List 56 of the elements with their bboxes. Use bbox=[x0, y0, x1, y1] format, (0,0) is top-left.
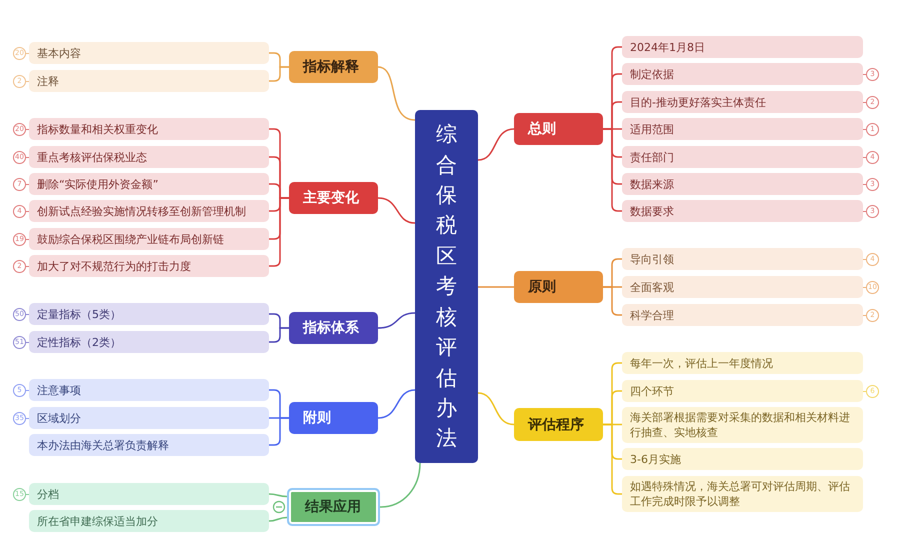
main-topic-box: 附则 bbox=[289, 402, 378, 434]
central-topic-box: 综合保税区考核评估办法 bbox=[415, 110, 478, 463]
connector-line bbox=[269, 66, 289, 82]
connector-line bbox=[380, 462, 421, 508]
subtopic-box: 基本内容 bbox=[29, 42, 269, 64]
subtopic-box: 注意事项 bbox=[29, 379, 269, 401]
subtopic-box: 导向引领 bbox=[622, 248, 863, 270]
connector-line bbox=[378, 197, 416, 224]
subtopic-box: 创新试点经验实施情况转移至创新管理机制 bbox=[29, 200, 269, 222]
subtopic-box: 鼓励综合保税区围绕产业链布局创新链 bbox=[29, 228, 269, 250]
connector-line bbox=[478, 128, 514, 161]
connector-line bbox=[378, 66, 416, 121]
subtopic-box: 3-6月实施 bbox=[622, 448, 863, 470]
subtopic-box: 2024年1月8日 bbox=[622, 36, 863, 58]
connector-line bbox=[478, 286, 514, 288]
subtopic-box: 分档 bbox=[29, 483, 269, 505]
subtopic-box: 全面客观 bbox=[622, 276, 863, 298]
subtopic-box: 目的-推动更好落实主体责任 bbox=[622, 91, 863, 113]
subtopic-box: 本办法由海关总署负责解释 bbox=[29, 434, 269, 456]
subtopic-box: 海关部署根据需要对采集的数据和相关材料进行抽查、实地核查 bbox=[622, 407, 863, 443]
subtopic-box: 定量指标（5类） bbox=[29, 303, 269, 325]
subtopic-box: 区域划分 bbox=[29, 407, 269, 429]
subtopic-box: 删除“实际使用外资金额” bbox=[29, 173, 269, 195]
main-topic-box: 指标解释 bbox=[289, 51, 378, 83]
main-topic-box: 总则 bbox=[514, 113, 603, 145]
main-topic-box: 原则 bbox=[514, 271, 603, 303]
main-topic-box: 结果应用 bbox=[287, 488, 380, 526]
main-topic-box: 主要变化 bbox=[289, 182, 378, 214]
connector-line bbox=[378, 389, 416, 419]
connector-line bbox=[269, 417, 289, 446]
main-topic-box: 指标体系 bbox=[289, 312, 378, 344]
subtopic-box: 所在省申建综保适当加分 bbox=[29, 510, 269, 532]
connector-line bbox=[268, 493, 288, 498]
connector-line bbox=[269, 327, 289, 343]
subtopic-box: 数据要求 bbox=[622, 200, 863, 222]
subtopic-box: 加大了对不规范行为的打击力度 bbox=[29, 255, 269, 277]
subtopic-box: 每年一次，评估上一年度情况 bbox=[622, 352, 863, 374]
connector-line bbox=[268, 516, 288, 522]
subtopic-box: 如遇特殊情况，海关总署可对评估周期、评估工作完成时限予以调整 bbox=[622, 476, 863, 512]
subtopic-box: 指标数量和相关权重变化 bbox=[29, 118, 269, 140]
main-topic-box: 评估程序 bbox=[514, 408, 603, 441]
connector-line bbox=[603, 424, 622, 495]
subtopic-box: 科学合理 bbox=[622, 304, 863, 326]
subtopic-box: 定性指标（2类） bbox=[29, 331, 269, 353]
connector-line bbox=[378, 312, 416, 329]
subtopic-box: 责任部门 bbox=[622, 146, 863, 168]
connector-line bbox=[603, 128, 622, 212]
connector-line bbox=[478, 392, 514, 426]
subtopic-box: 数据来源 bbox=[622, 173, 863, 195]
connector-line bbox=[269, 197, 289, 267]
subtopic-box: 注释 bbox=[29, 70, 269, 92]
subtopic-box: 四个环节 bbox=[622, 380, 863, 402]
subtopic-box: 重点考核评估保税业态 bbox=[29, 146, 269, 168]
connector-line bbox=[603, 286, 622, 316]
subtopic-box: 适用范围 bbox=[622, 118, 863, 140]
subtopic-box: 制定依据 bbox=[622, 63, 863, 85]
